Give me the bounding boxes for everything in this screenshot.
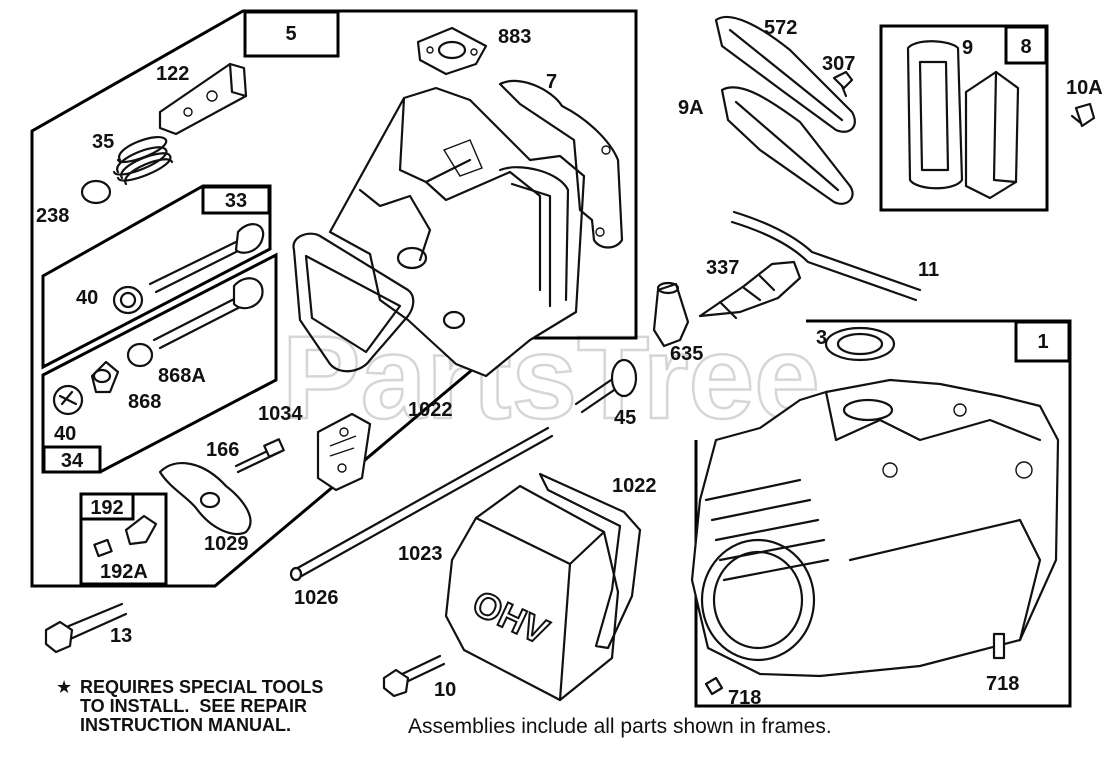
valve-seal-40-icon (112, 285, 144, 315)
watermark: PartsTree (282, 312, 820, 444)
label-box-34: 34 (61, 450, 84, 472)
tappet-45-icon (574, 358, 638, 414)
valve-34-icon (152, 277, 264, 350)
dowel-718b-icon (992, 632, 1006, 660)
label-40a: 40 (76, 287, 98, 309)
oil-seal-3-icon (824, 326, 896, 362)
label-868a: 868A (158, 365, 206, 387)
special-tools-text: REQUIRES SPECIAL TOOLS TO INSTALL. SEE R… (80, 677, 324, 735)
label-122: 122 (156, 63, 189, 85)
fitting-192-number-box (79, 492, 135, 521)
retainer-868-icon (90, 360, 120, 394)
label-166: 166 (206, 439, 239, 461)
label-45: 45 (614, 407, 636, 429)
rocker-arm-1029-icon (158, 462, 252, 536)
push-rod-1026-icon (289, 426, 554, 582)
label-718a: 718 (728, 687, 761, 709)
head-assembly-number-box (243, 10, 340, 58)
label-3: 3 (816, 327, 827, 349)
valve-33-icon (148, 223, 265, 294)
label-7: 7 (546, 71, 557, 93)
spark-plug-337-icon (698, 260, 802, 320)
label-box-1: 1 (1037, 331, 1048, 353)
label-572: 572 (764, 17, 797, 39)
label-box-8: 8 (1020, 36, 1031, 58)
valve-34-number-box (42, 445, 102, 474)
breather-tube-11-icon (730, 210, 922, 302)
breather-frame (879, 24, 1049, 212)
breather-number-box (1004, 25, 1048, 65)
label-35: 35 (92, 131, 114, 153)
cylinder-head-icon (328, 86, 586, 378)
label-238: 238 (36, 205, 69, 227)
screw-307-icon (832, 70, 854, 98)
label-868: 868 (128, 391, 161, 413)
label-box-33: 33 (225, 190, 247, 212)
washer-868a-icon (126, 342, 154, 368)
label-9: 9 (962, 37, 973, 59)
valve-cover-1023-icon: OHV (444, 484, 620, 702)
gasket-9a-icon (720, 86, 854, 205)
plug-238-icon (80, 179, 112, 205)
valve-cover-gasket-1022a-icon (292, 232, 415, 373)
plate-1034-icon (316, 412, 372, 492)
valve-seal-40b-icon (52, 384, 84, 416)
label-box-192: 192 (90, 497, 123, 519)
valve-spring-35-icon (112, 136, 174, 186)
label-10: 10 (434, 679, 456, 701)
label-11: 11 (918, 259, 939, 281)
label-192a: 192A (100, 561, 148, 583)
label-1022a: 1022 (408, 399, 453, 421)
breather-cover-icon (964, 70, 1020, 200)
plug-boot-635-icon (652, 281, 690, 348)
label-box-5: 5 (285, 23, 296, 45)
label-1022b: 1022 (612, 475, 657, 497)
block-number-box (1014, 320, 1071, 363)
head-gasket-7-icon (498, 79, 624, 249)
dowel-718a-icon (704, 676, 724, 696)
label-883: 883 (498, 26, 531, 48)
valve-33-number-box (201, 185, 271, 215)
label-13: 13 (110, 625, 132, 647)
gasket-883-icon (416, 26, 488, 76)
gasket-572-icon (714, 15, 856, 133)
label-718b: 718 (986, 673, 1019, 695)
label-40b: 40 (54, 423, 76, 445)
fitting-192-icon (93, 514, 158, 558)
bolt-10-icon (382, 654, 446, 698)
label-1023: 1023 (398, 543, 443, 565)
label-10a: 10A (1066, 77, 1103, 99)
valve-cover-gasket-1022b-icon (538, 472, 642, 650)
engine-block-icon (690, 378, 1060, 678)
assemblies-note: Assemblies include all parts shown in fr… (408, 715, 832, 738)
label-1034: 1034 (258, 403, 303, 425)
star-icon: ★ (56, 677, 73, 697)
label-307: 307 (822, 53, 855, 75)
label-1026: 1026 (294, 587, 339, 609)
bolt-13-icon (44, 602, 128, 654)
screw-10a-icon (1070, 102, 1096, 128)
stud-166-icon (234, 438, 285, 474)
block-frame-outline (694, 319, 1072, 708)
label-337: 337 (706, 257, 739, 279)
label-9a: 9A (678, 97, 704, 119)
label-1029: 1029 (204, 533, 249, 555)
bracket-122-icon (158, 62, 248, 136)
breather-gasket-9-icon (906, 40, 964, 190)
label-635: 635 (670, 343, 703, 365)
